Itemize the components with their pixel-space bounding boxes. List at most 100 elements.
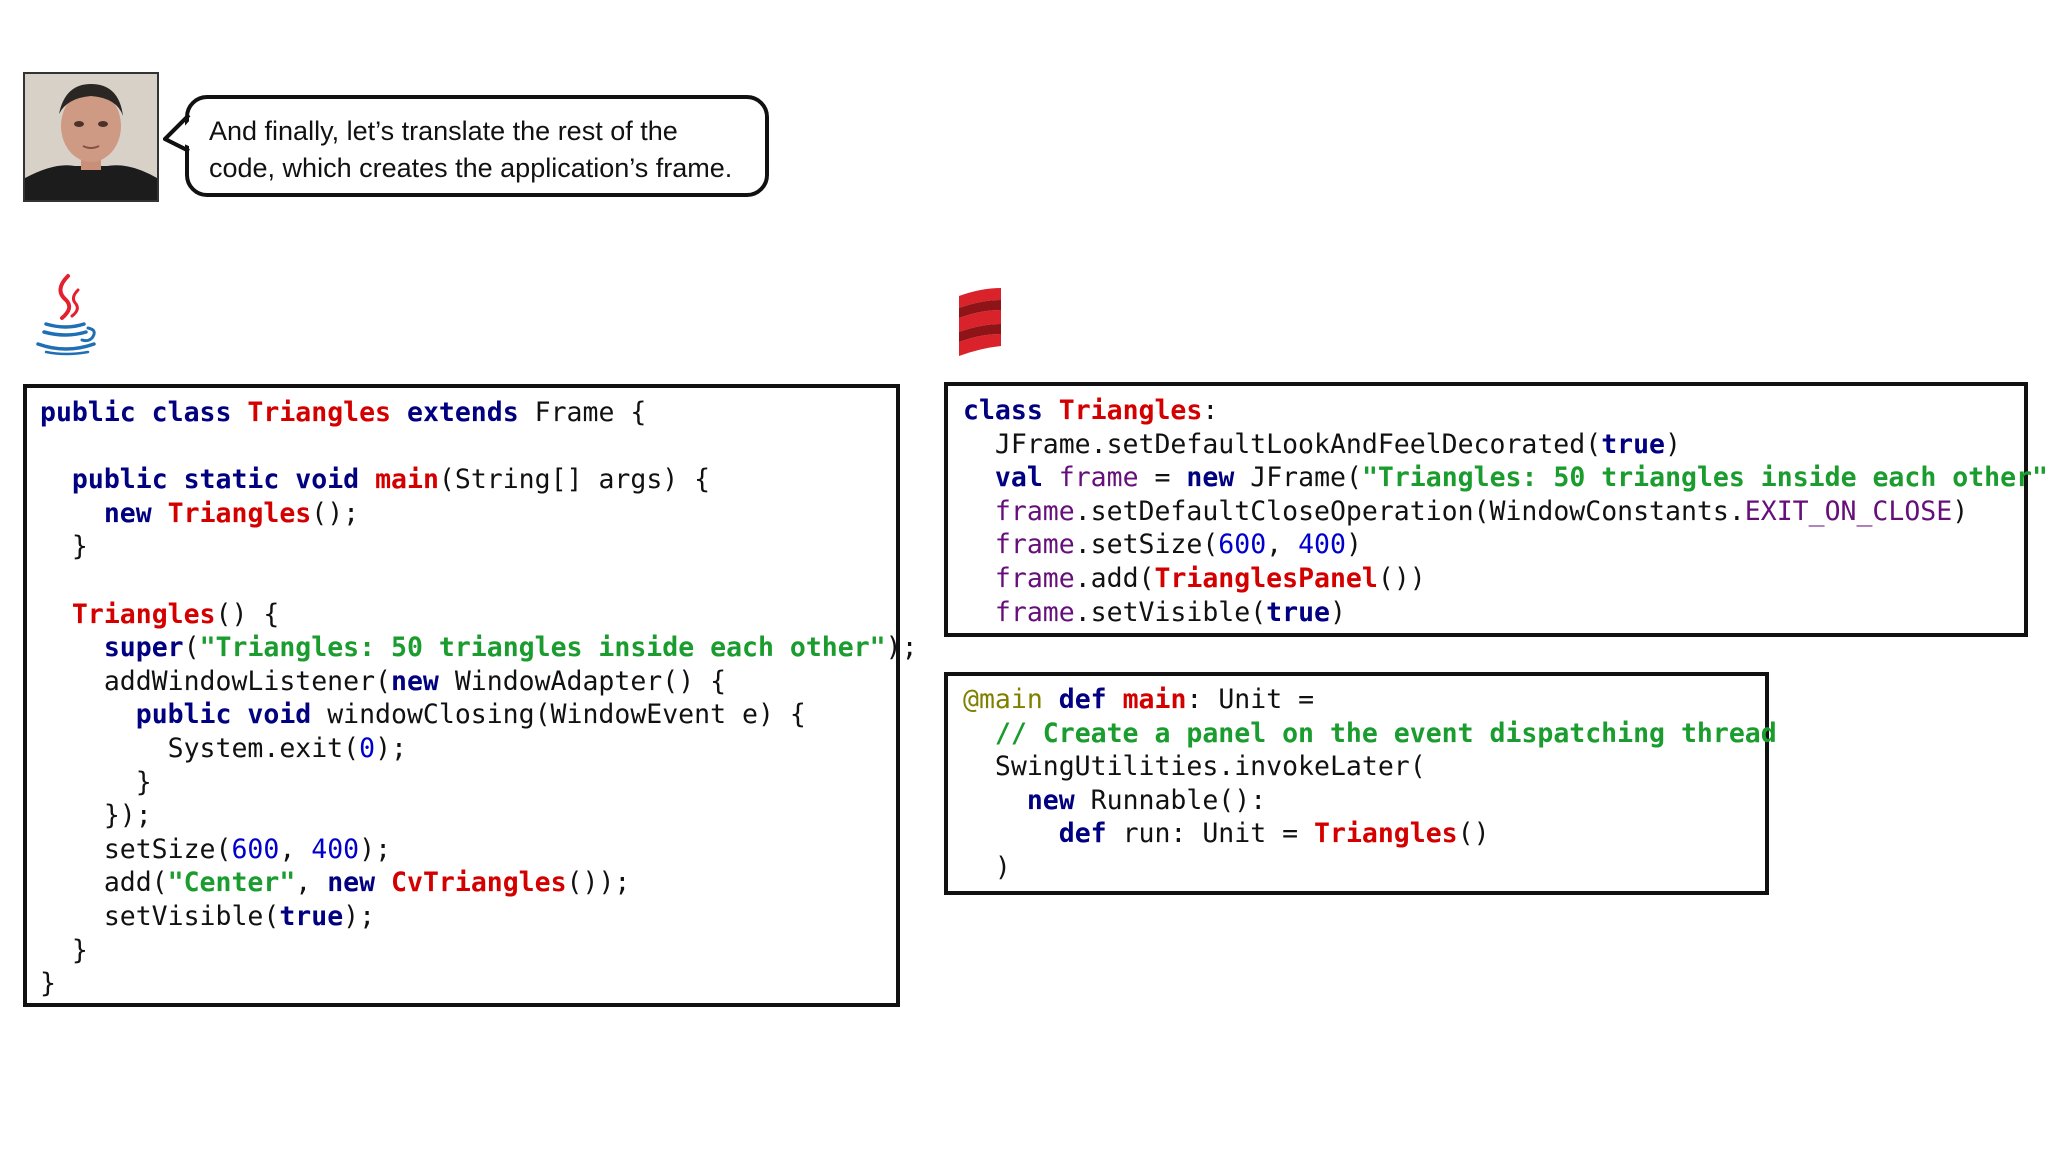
keyword: public class <box>40 397 232 428</box>
java-line-11: System.exit(0); <box>40 733 407 764</box>
bubble-tail-cover <box>163 113 191 153</box>
code-text <box>1043 395 1059 426</box>
code-text: .add( <box>1074 562 1155 594</box>
keyword: new <box>1026 784 1075 816</box>
java-line-14: setSize(600, 400); <box>40 834 391 865</box>
code-text: ) <box>1665 428 1681 460</box>
scala-class-panel: class Triangles: JFrame.setDefaultLookAn… <box>944 382 2048 637</box>
java-line-7: Triangles() { <box>40 599 279 630</box>
code-text <box>963 718 995 749</box>
number-literal: 400 <box>311 833 360 865</box>
scala-class-line-5: frame.setSize(600, 400) <box>963 529 1362 560</box>
type-name: Triangles <box>1058 395 1203 426</box>
code-text: setVisible( <box>40 900 280 932</box>
code-text <box>40 498 104 529</box>
java-code-panel: public class Triangles extends Frame { p… <box>23 384 918 1007</box>
scala-class-line-3: val frame = new JFrame("Triangles: 50 tr… <box>963 462 2048 493</box>
scala-class-code-block: class Triangles: JFrame.setDefaultLookAn… <box>963 394 2048 629</box>
code-text: (String[] args) { <box>438 464 711 496</box>
keyword: public static void <box>71 464 360 496</box>
code-text: .setVisible( <box>1074 596 1267 628</box>
code-text <box>391 397 407 428</box>
code-text <box>231 397 247 428</box>
code-text: ()) <box>1377 562 1426 594</box>
java-line-13: }); <box>40 800 152 832</box>
constant-name: EXIT_ON_CLOSE <box>1744 495 1953 527</box>
code-comment: // Create a panel on the event dispatchi… <box>994 717 1777 749</box>
code-text: ( <box>183 632 200 664</box>
annotation: @main <box>963 684 1043 715</box>
scala-main-panel: @main def main: Unit = // Create a panel… <box>944 672 1777 895</box>
code-text <box>963 785 1027 816</box>
scala-class-line-7: frame.setVisible(true) <box>963 597 1346 628</box>
field-name: frame <box>994 529 1075 561</box>
scala-logo-icon <box>959 288 1001 356</box>
string-literal: "Triangles: 50 triangles inside each oth… <box>199 632 886 664</box>
code-text <box>963 529 995 560</box>
keyword: new <box>1186 462 1235 494</box>
number-literal: 400 <box>1298 529 1346 561</box>
java-line-9: addWindowListener(new WindowAdapter() { <box>40 666 726 697</box>
code-text: ); <box>359 833 392 865</box>
code-text <box>963 462 995 493</box>
code-text: add( <box>40 867 168 899</box>
keyword: def <box>1058 818 1107 850</box>
keyword: super <box>103 632 184 664</box>
keyword: new <box>327 867 376 899</box>
presenter-photo <box>25 74 157 200</box>
narration-line-1: And finally, let’s translate the rest of… <box>209 116 678 146</box>
java-line-16: setVisible(true); <box>40 901 375 932</box>
scala-main-line-4: new Runnable(): <box>963 785 1266 816</box>
type-name: main <box>375 464 439 496</box>
number-literal: 600 <box>1218 529 1267 561</box>
type-name: Triangles <box>247 397 392 428</box>
code-text <box>1107 684 1123 715</box>
code-text: JFrame( <box>1234 462 1362 494</box>
code-text: = <box>1138 462 1187 494</box>
scala-main-line-1: @main def main: Unit = <box>963 684 1314 715</box>
code-text: ); <box>885 632 918 664</box>
type-name: main <box>1122 684 1187 715</box>
code-text: JFrame.setDefaultLookAndFeelDecorated( <box>963 428 1602 460</box>
java-logo-icon <box>36 274 96 356</box>
code-text <box>40 599 72 630</box>
code-text: .setDefaultCloseOperation(WindowConstant… <box>1074 495 1745 527</box>
code-text: (); <box>311 497 360 529</box>
type-name: Triangles <box>1314 818 1458 850</box>
number-literal: 600 <box>231 833 280 865</box>
java-line-8: super("Triangles: 50 triangles inside ea… <box>40 632 918 663</box>
code-text <box>40 464 72 495</box>
code-text: .setSize( <box>1074 529 1219 561</box>
keyword: new <box>391 665 439 697</box>
java-line-1: public class Triangles extends Frame { <box>40 397 646 428</box>
speech-bubble: And finally, let’s translate the rest of… <box>185 95 769 197</box>
scala-class-line-6: frame.add(TrianglesPanel()) <box>963 563 1426 594</box>
code-text: WindowAdapter() { <box>438 665 727 697</box>
keyword: new <box>103 497 152 529</box>
field-name: frame <box>1058 462 1139 494</box>
keyword: class <box>963 395 1043 426</box>
java-line-4: new Triangles(); <box>40 498 359 529</box>
type-name: Triangles <box>167 497 312 529</box>
code-text: Runnable(): <box>1074 784 1267 816</box>
scala-main-line-2: // Create a panel on the event dispatchi… <box>963 718 1777 749</box>
code-text: ); <box>343 900 376 932</box>
scala-class-line-1: class Triangles: <box>963 395 1218 426</box>
keyword: true <box>279 900 344 932</box>
code-text: ); <box>375 732 407 764</box>
type-name: CvTriangles <box>391 867 567 899</box>
code-text <box>152 498 168 529</box>
code-text <box>963 597 995 628</box>
java-line-17: } <box>40 934 88 966</box>
java-line-10: public void windowClosing(WindowEvent e)… <box>40 699 806 730</box>
code-text: () { <box>215 598 280 630</box>
keyword: public void <box>135 699 312 731</box>
code-text: System.exit( <box>40 732 360 764</box>
type-name: Triangles <box>71 598 216 630</box>
scala-class-line-2: JFrame.setDefaultLookAndFeelDecorated(tr… <box>963 429 1681 460</box>
code-text: : Unit = <box>1186 684 1315 715</box>
string-literal: "Center" <box>167 867 296 899</box>
code-text: ()); <box>566 867 631 899</box>
code-text: ) <box>1952 495 1969 527</box>
presenter-avatar <box>23 72 159 202</box>
